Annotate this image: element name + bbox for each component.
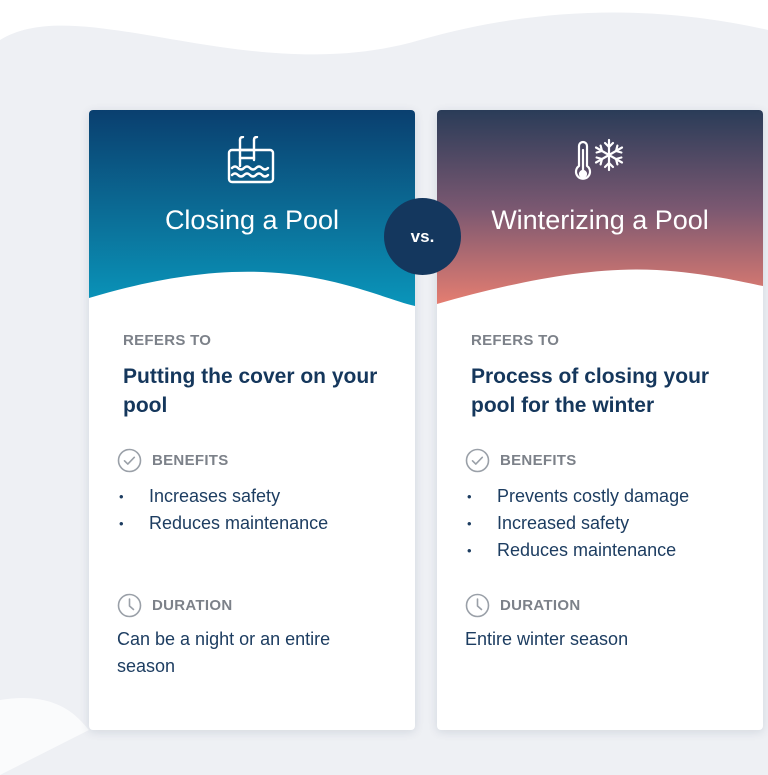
benefits-label: BENEFITS	[500, 452, 577, 469]
benefits-header: BENEFITS	[117, 448, 229, 473]
duration-label: DURATION	[152, 597, 233, 614]
refers-to-text: Process of closing your pool for the win…	[471, 365, 710, 417]
benefits-list: Prevents costly damage Increased safety …	[465, 483, 689, 564]
check-circle-icon	[465, 448, 490, 473]
benefit-item: Increased safety	[465, 510, 689, 537]
refers-to-text: Putting the cover on your pool	[123, 365, 378, 417]
benefits-list: Increases safety Reduces maintenance	[117, 483, 328, 537]
thermometer-snowflake-icon	[574, 138, 624, 180]
header-wave	[89, 271, 415, 310]
benefit-item: Reduces maintenance	[465, 537, 689, 564]
duration-text: Can be a night or an entire season	[117, 629, 331, 676]
refers-to-label: REFERS TO	[123, 332, 212, 349]
card-title: Winterizing a Pool	[491, 205, 709, 235]
duration-text: Entire winter season	[465, 629, 629, 649]
refers-to-label: REFERS TO	[471, 332, 560, 349]
benefit-item: Increases safety	[117, 483, 328, 510]
benefits-header: BENEFITS	[465, 448, 577, 473]
duration-label: DURATION	[500, 597, 581, 614]
benefits-label: BENEFITS	[152, 452, 229, 469]
pool-ladder-icon	[227, 136, 275, 184]
clock-icon	[465, 593, 490, 618]
check-circle-icon	[117, 448, 142, 473]
duration-header: DURATION	[117, 593, 232, 618]
duration-header: DURATION	[465, 593, 580, 618]
clock-icon	[117, 593, 142, 618]
benefit-item: Prevents costly damage	[465, 483, 689, 510]
card-title: Closing a Pool	[164, 205, 340, 235]
winterizing-pool-header: Winterizing a Pool	[437, 110, 763, 310]
benefit-item: Reduces maintenance	[117, 510, 328, 537]
closing-pool-header: Closing a Pool	[89, 110, 415, 310]
vs-badge: vs.	[384, 198, 461, 275]
closing-pool-card: Closing a Pool REFERS TO Putting the cov…	[89, 110, 415, 730]
winterizing-pool-card: Winterizing a Pool REFERS TO Process of …	[437, 110, 763, 730]
header-wave	[437, 269, 763, 310]
